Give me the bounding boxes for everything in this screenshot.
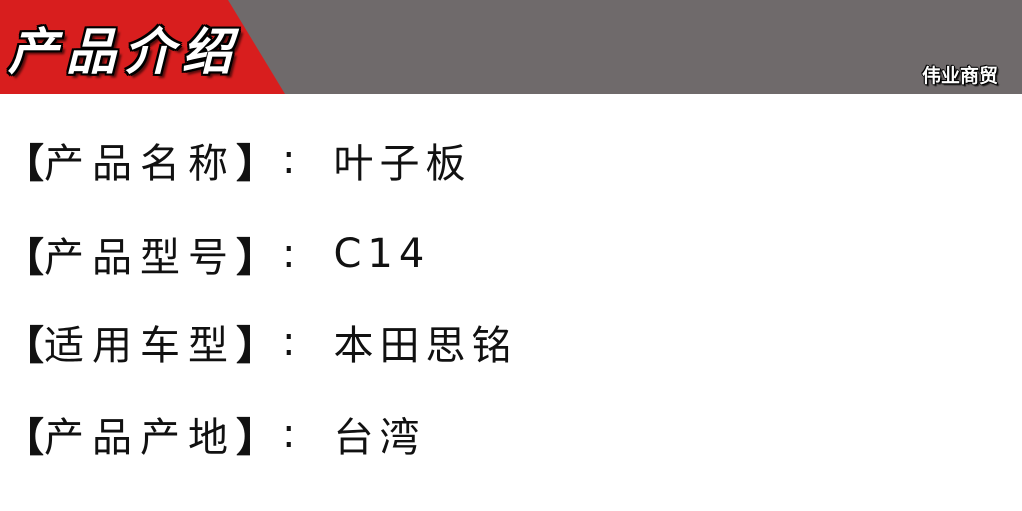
open-bracket: 【 [4, 323, 44, 369]
page-title: 产品介绍 [8, 22, 240, 81]
row-value: C14 [333, 231, 431, 277]
row-value: 台湾 [333, 415, 426, 461]
close-bracket: 】 [236, 323, 276, 369]
open-bracket: 【 [4, 235, 44, 281]
open-bracket: 【 [4, 415, 44, 461]
row-label: 适用车型 [44, 323, 236, 369]
info-row-applicable-model: 【 适用车型 】 : 本田思铭 [4, 314, 517, 370]
row-separator: : [282, 319, 296, 365]
row-separator: : [282, 411, 296, 457]
row-label: 产品名称 [44, 141, 236, 187]
close-bracket: 】 [236, 415, 276, 461]
header-banner: 产品介绍 伟业商贸 [0, 0, 1022, 94]
close-bracket: 】 [236, 235, 276, 281]
open-bracket: 【 [4, 141, 44, 187]
info-row-product-name: 【 产品名称 】 : 叶子板 [4, 132, 471, 188]
row-label: 产品型号 [44, 235, 236, 281]
row-separator: : [282, 137, 296, 183]
header-red-tab [0, 0, 285, 94]
row-separator: : [282, 231, 296, 277]
brand-logo-text: 伟业商贸 [921, 65, 998, 87]
info-row-product-model: 【 产品型号 】 : C14 [4, 226, 430, 282]
row-value: 本田思铭 [333, 323, 518, 369]
close-bracket: 】 [236, 141, 276, 187]
row-label: 产品产地 [44, 415, 236, 461]
info-row-origin: 【 产品产地 】 : 台湾 [4, 406, 425, 462]
row-value: 叶子板 [333, 141, 472, 187]
